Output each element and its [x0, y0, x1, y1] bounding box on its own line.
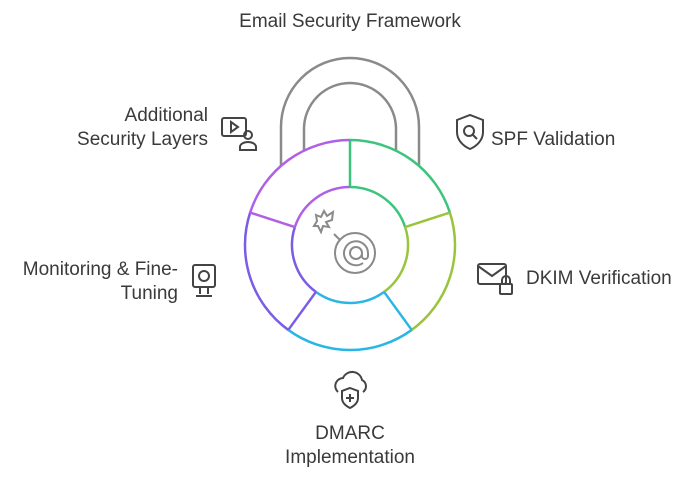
label-line-2: Implementation [285, 447, 415, 468]
label-line-1: Monitoring & Fine- [22, 259, 178, 280]
lock-segment [348, 138, 452, 228]
label-dkim-verification: DKIM Verification [526, 268, 672, 289]
mail-lock-icon [477, 263, 513, 295]
shackle [279, 56, 421, 190]
label-dmarc: DMARC Implementation [250, 422, 450, 470]
webcam-icon [192, 264, 216, 297]
label-line-2: Tuning [120, 283, 178, 304]
lock-segment [287, 290, 413, 352]
label-line-1: DMARC [315, 423, 385, 444]
shield-search-icon [456, 113, 484, 151]
lock-segment [248, 138, 351, 229]
video-user-icon [221, 117, 257, 151]
cloud-shield-icon [334, 370, 367, 410]
lock-segment [383, 211, 457, 331]
label-monitoring: Monitoring & Fine- Tuning [23, 258, 178, 306]
label-line-2: Security Layers [77, 129, 208, 150]
label-spf-validation: SPF Validation [491, 129, 616, 150]
email-bomb-icon [312, 208, 376, 274]
diagram-title: Email Security Framework [239, 11, 461, 32]
lock-segment [243, 212, 317, 331]
label-line-1: Additional [124, 105, 208, 126]
